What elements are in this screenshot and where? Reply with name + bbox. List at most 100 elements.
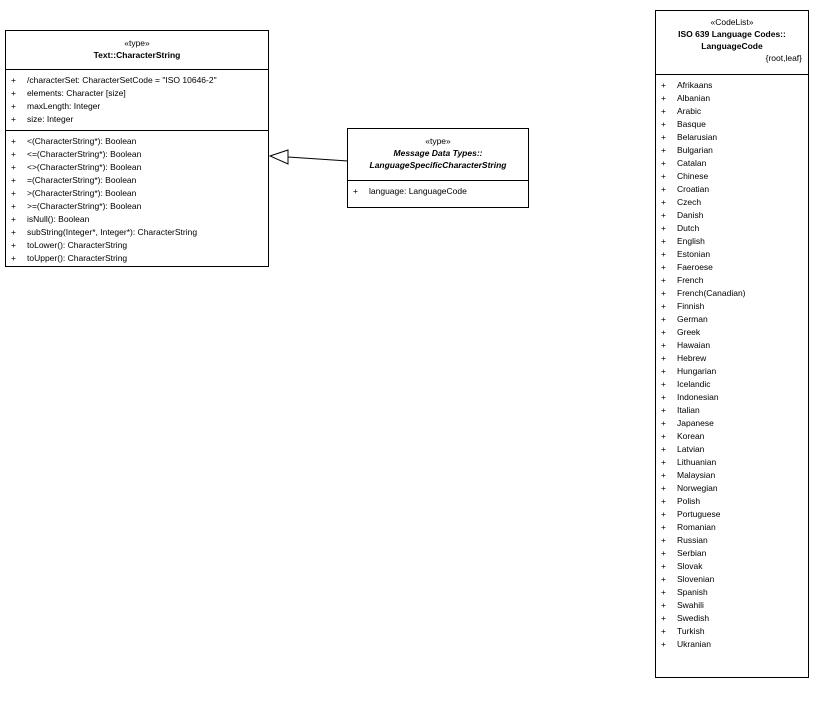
literal-row[interactable]: +Norwegian [656,482,808,495]
visibility-marker: + [661,418,666,428]
attribute-row[interactable]: +/characterSet: CharacterSetCode = "ISO … [6,74,268,87]
literal-row[interactable]: +Swedish [656,612,808,625]
visibility-marker: + [661,470,666,480]
member-text: <>(CharacterString*): Boolean [27,162,142,172]
operation-row[interactable]: + =(CharacterString*): Boolean [6,174,268,187]
literal-row[interactable]: +Finnish [656,300,808,313]
visibility-marker: + [661,249,666,259]
class-characterstring[interactable]: «type» Text::CharacterString +/character… [5,30,269,267]
operation-row[interactable]: +<>(CharacterString*): Boolean [6,161,268,174]
visibility-marker: + [661,379,666,389]
literal-row[interactable]: +Lithuanian [656,456,808,469]
literal-row[interactable]: +Danish [656,209,808,222]
class-languagespecificcharacterstring[interactable]: «type» Message Data Types:: LanguageSpec… [347,128,529,208]
member-text: Arabic [677,106,702,116]
literal-row[interactable]: +French [656,274,808,287]
visibility-marker: + [661,106,666,116]
literal-row[interactable]: +Romanian [656,521,808,534]
literal-row[interactable]: +Serbian [656,547,808,560]
visibility-marker: + [11,75,16,85]
attribute-row[interactable]: +maxLength: Integer [6,100,268,113]
literal-row[interactable]: +Chinese [656,170,808,183]
stereotype-label: «type» [425,136,451,146]
literal-row[interactable]: +Korean [656,430,808,443]
member-text: Russian [677,535,708,545]
literal-row[interactable]: +Hungarian [656,365,808,378]
visibility-marker: + [661,535,666,545]
operation-row[interactable]: +<(CharacterString*): Boolean [6,135,268,148]
visibility-marker: + [661,574,666,584]
literal-row[interactable]: +Greek [656,326,808,339]
member-text: Danish [677,210,704,220]
literal-row[interactable]: +Malaysian [656,469,808,482]
member-text: French(Canadian) [677,288,746,298]
operation-row[interactable]: +>=(CharacterString*): Boolean [6,200,268,213]
literal-row[interactable]: +Italian [656,404,808,417]
member-text: toLower(): CharacterString [27,240,128,250]
visibility-marker: + [661,132,666,142]
literal-row[interactable]: + Estonian [656,248,808,261]
literal-row[interactable]: + Portuguese [656,508,808,521]
literal-row[interactable]: +Croatian [656,183,808,196]
tagged-values: {root,leaf} [765,53,802,63]
literal-row[interactable]: +Albanian [656,92,808,105]
literal-row[interactable]: +Spanish [656,586,808,599]
operation-row[interactable]: +>(CharacterString*): Boolean [6,187,268,200]
member-text: Swahili [677,600,704,610]
literal-row[interactable]: +Polish [656,495,808,508]
member-text: Portuguese [677,509,721,519]
literal-row[interactable]: +Ukranian [656,638,808,651]
operation-row[interactable]: +subString(Integer*, Integer*): Characte… [6,226,268,239]
literal-row[interactable]: +Indonesian [656,391,808,404]
literal-row[interactable]: +German [656,313,808,326]
literal-row[interactable]: + Russian [656,534,808,547]
literal-row[interactable]: +Hawaian [656,339,808,352]
stereotype-label: «CodeList» [710,17,754,27]
literal-row[interactable]: +Belarusian [656,131,808,144]
visibility-marker: + [11,149,16,159]
operation-row[interactable]: +isNull(): Boolean [6,213,268,226]
literal-row[interactable]: +Slovenian [656,573,808,586]
visibility-marker: + [661,587,666,597]
member-text: Croatian [677,184,710,194]
literal-row[interactable]: +Basque [656,118,808,131]
member-text: =(CharacterString*): Boolean [27,175,137,185]
literal-row[interactable]: +Japanese [656,417,808,430]
literal-row[interactable]: +English [656,235,808,248]
literal-row[interactable]: +Bulgarian [656,144,808,157]
operation-row[interactable]: +<=(CharacterString*): Boolean [6,148,268,161]
attribute-row[interactable]: +elements: Character [size] [6,87,268,100]
literal-row[interactable]: +Afrikaans [656,79,808,92]
visibility-marker: + [11,175,16,185]
visibility-marker: + [11,114,16,124]
member-text: Czech [677,197,702,207]
literal-row[interactable]: +Icelandic [656,378,808,391]
visibility-marker: + [661,444,666,454]
literal-row[interactable]: +Faeroese [656,261,808,274]
operation-row[interactable]: +toLower(): CharacterString [6,239,268,252]
class-languagecode[interactable]: «CodeList» ISO 639 Language Codes:: Lang… [655,10,809,678]
operation-row[interactable]: +toUpper(): CharacterString [6,252,268,265]
class-header: «type» Text::CharacterString [6,31,268,69]
member-text: Estonian [677,249,711,259]
literal-row[interactable]: +Czech [656,196,808,209]
attribute-row[interactable]: +language: LanguageCode [348,185,528,198]
member-text: Greek [677,327,701,337]
literal-row[interactable]: +Slovak [656,560,808,573]
member-text: Dutch [677,223,700,233]
literal-row[interactable]: +Swahili [656,599,808,612]
visibility-marker: + [661,509,666,519]
literal-row[interactable]: + Arabic [656,105,808,118]
member-text: Basque [677,119,706,129]
literal-row[interactable]: +Hebrew [656,352,808,365]
literal-row[interactable]: +Dutch [656,222,808,235]
literal-row[interactable]: +Catalan [656,157,808,170]
member-text: Slovak [677,561,703,571]
visibility-marker: + [11,88,16,98]
attribute-row[interactable]: +size: Integer [6,113,268,126]
literal-row[interactable]: +French(Canadian) [656,287,808,300]
member-text: >=(CharacterString*): Boolean [27,201,142,211]
literal-row[interactable]: +Latvian [656,443,808,456]
member-text: subString(Integer*, Integer*): Character… [27,227,198,237]
literal-row[interactable]: +Turkish [656,625,808,638]
